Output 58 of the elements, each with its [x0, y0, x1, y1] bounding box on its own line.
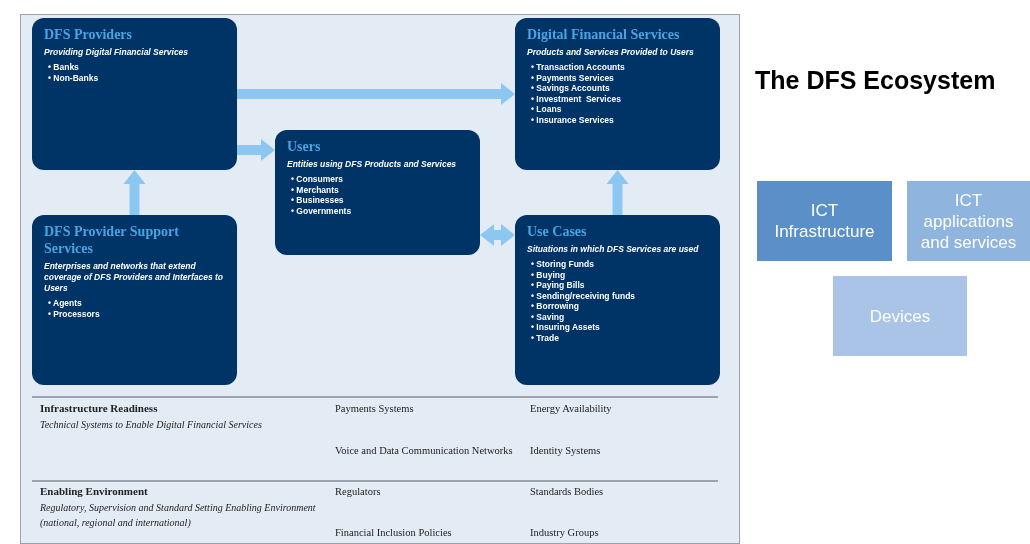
bullet-item: • Savings Accounts: [531, 83, 611, 94]
bullet-item: • Governments: [291, 205, 353, 216]
arrow: [606, 170, 629, 215]
card-subtitle: Entities using DFS Products and Services: [287, 159, 458, 170]
bullet-item: • Consumers: [291, 174, 345, 185]
category-box: Devices: [833, 276, 967, 356]
card-subtitle: Situations in which DFS Services are used: [527, 244, 700, 255]
table-row-heading: Enabling Environment: [40, 485, 149, 498]
table-cell-text: Payments Systems: [335, 402, 415, 416]
table-cell-text: Standards Bodies: [530, 485, 605, 499]
bullet-item: • Insuring Assets: [531, 322, 601, 333]
bullet-item: • Non-Banks: [48, 72, 100, 83]
bullet-item: • Payments Services: [531, 72, 615, 83]
arrow: [480, 224, 515, 246]
bullet-item: • Merchants: [291, 184, 340, 195]
bullet-item: • Banks: [48, 62, 80, 73]
bullet-item: • Agents: [48, 298, 83, 309]
bullet-item: • Borrowing: [531, 301, 580, 312]
info-card: [32, 18, 237, 170]
table-cell-text: Energy Availability: [530, 402, 613, 416]
table-cell-text: Industry Groups: [530, 526, 600, 540]
card-heading: Users: [287, 138, 322, 155]
diagram-title: The DFS Ecosystem: [755, 65, 996, 96]
table-cell-text: Identity Systems: [530, 444, 602, 458]
table-row-description: Technical Systems to Enable Digital Financial Services: [40, 418, 263, 432]
card-heading: Digital Financial Services: [527, 26, 681, 43]
card-subtitle: Enterprises and networks that extend coverage of DFS Providers and Interfaces to Users: [44, 261, 225, 294]
card-subtitle: Products and Services Provided to Users: [527, 47, 695, 58]
bullet-item: • Insurance Services: [531, 114, 615, 125]
card-heading: Use Cases: [527, 223, 588, 240]
table-row-description: Regulatory, Supervision and Standard Setting Enabling Environment (national, regional and international): [40, 501, 317, 530]
bullet-item: • Sending/receiving funds: [531, 290, 637, 301]
table-cell-text: Financial Inclusion Policies: [335, 526, 453, 540]
bullet-item: • Trade: [531, 332, 560, 343]
bullet-item: • Transaction Accounts: [531, 62, 626, 73]
arrow: [237, 139, 275, 161]
bullet-item: • Businesses: [291, 195, 345, 206]
info-card: [32, 215, 237, 385]
category-box: ICT applications and services: [907, 181, 1030, 261]
card-subtitle: Providing Digital Financial Services: [44, 47, 190, 58]
info-card: [515, 215, 720, 385]
arrow: [123, 170, 146, 215]
bullet-item: • Paying Bills: [531, 280, 586, 291]
bullet-item: • Saving: [531, 311, 566, 322]
card-heading: DFS Providers: [44, 26, 133, 43]
info-card: [515, 18, 720, 170]
category-box: ICT Infrastructure: [757, 181, 892, 261]
card-heading: DFS Provider Support Services: [44, 223, 180, 257]
bullet-item: • Processors: [48, 308, 101, 319]
table-cell-text: Regulators: [335, 485, 382, 499]
bullet-item: • Investment Services: [531, 93, 622, 104]
bullet-item: • Storing Funds: [531, 259, 595, 270]
bullet-item: • Buying: [531, 269, 567, 280]
info-card: [275, 130, 480, 255]
table-cell-text: Voice and Data Communication Networks: [335, 444, 514, 458]
bullet-item: • Loans: [531, 104, 563, 115]
table-row-heading: Infrastructure Readiness: [40, 402, 159, 415]
arrow: [237, 83, 515, 105]
